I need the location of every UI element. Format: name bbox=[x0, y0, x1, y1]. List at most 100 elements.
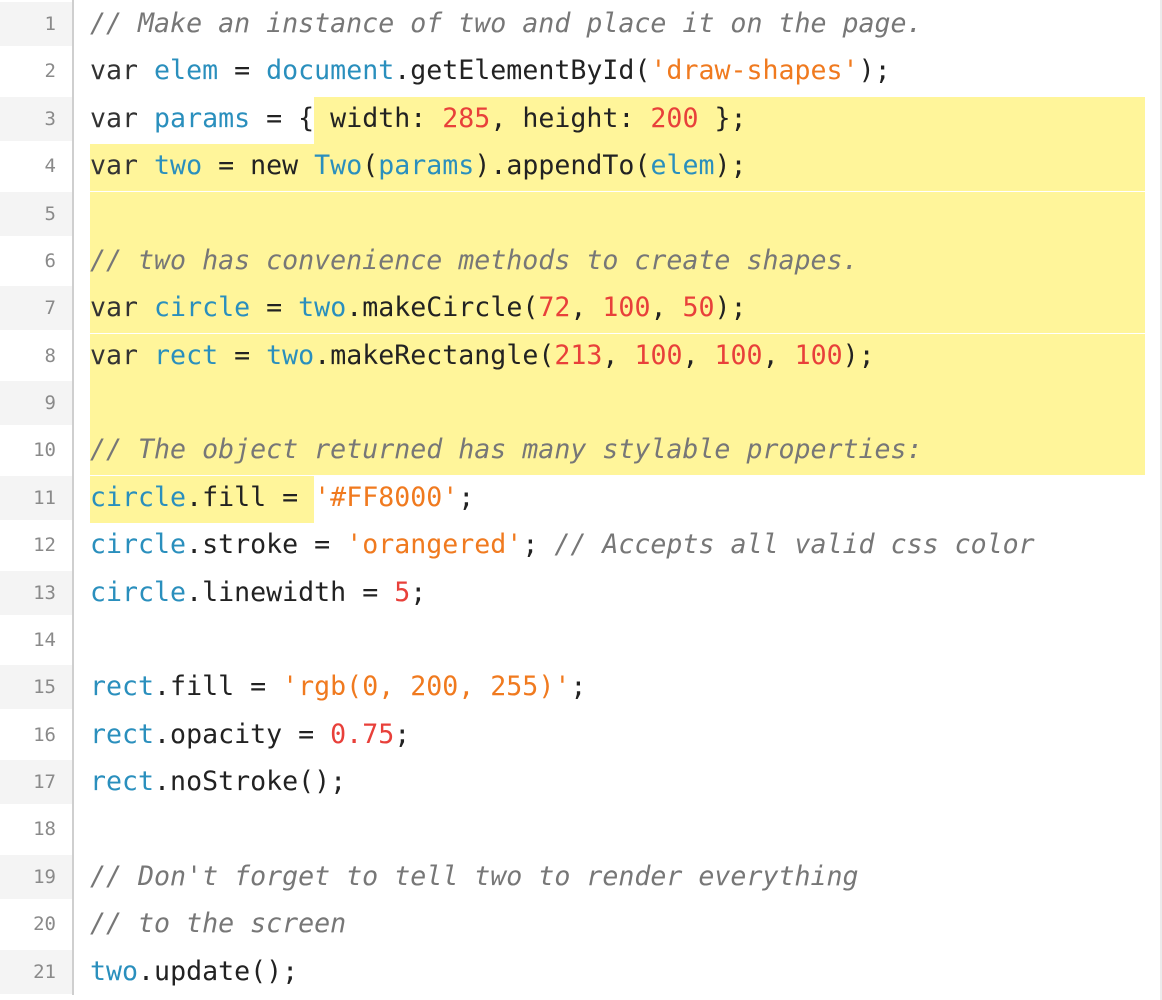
identifier-token: rect bbox=[90, 766, 155, 798]
code-line[interactable]: 13 circle.linewidth = 5; bbox=[0, 569, 1158, 616]
line-number: 20 bbox=[33, 913, 56, 936]
comment-token: // to the screen bbox=[90, 908, 347, 940]
punctuation-token: ); bbox=[714, 292, 747, 324]
line-number: 15 bbox=[0, 665, 72, 710]
code-line[interactable]: 6 // two has convenience methods to creat… bbox=[0, 237, 1158, 284]
code-line[interactable]: 10 // The object returned has many stylab… bbox=[0, 426, 1158, 473]
identifier-token: elem bbox=[154, 55, 219, 87]
selection-row bbox=[90, 381, 1145, 429]
code-text[interactable]: // Don't forget to tell two to render ev… bbox=[90, 853, 859, 900]
punctuation-token: ; bbox=[458, 481, 475, 513]
code-text[interactable]: rect.opacity = 0.75; bbox=[90, 711, 410, 758]
code-text[interactable]: var elem = document.getElementById('draw… bbox=[90, 47, 891, 94]
code-text[interactable]: var rect = two.makeRectangle(213, 100, 1… bbox=[90, 332, 875, 379]
punctuation-token: = { width: bbox=[250, 102, 443, 134]
code-text[interactable]: // two has convenience methods to create… bbox=[90, 237, 859, 284]
code-text[interactable]: // to the screen bbox=[90, 900, 346, 947]
punctuation-token: = bbox=[218, 339, 267, 371]
code-line[interactable]: 15 rect.fill = 'rgb(0, 200, 255)'; bbox=[0, 663, 1158, 710]
punctuation-token: ; bbox=[394, 718, 411, 750]
punctuation-token: .fill = bbox=[186, 481, 315, 513]
gutter-border bbox=[72, 0, 74, 995]
line-number: 19 bbox=[0, 854, 72, 899]
code-line[interactable]: 12 circle.stroke = 'orangered'; // Accept… bbox=[0, 521, 1158, 568]
comment-token: // The object returned has many stylable… bbox=[90, 434, 923, 466]
selection-row bbox=[90, 333, 1145, 381]
selection-row bbox=[90, 144, 1145, 192]
string-token: 'rgb(0, 200, 255)' bbox=[282, 671, 571, 703]
identifier-token: Two bbox=[314, 150, 363, 182]
line-number: 12 bbox=[33, 534, 56, 557]
punctuation-token: ; bbox=[570, 671, 587, 703]
code-text[interactable]: var two = new Two(params).appendTo(elem)… bbox=[90, 142, 747, 189]
identifier-token: two bbox=[266, 339, 315, 371]
code-text[interactable]: circle.linewidth = 5; bbox=[90, 569, 426, 616]
line-number: 3 bbox=[0, 96, 72, 141]
line-number: 6 bbox=[44, 249, 56, 272]
punctuation-token: .fill = bbox=[154, 671, 283, 703]
string-token: 'draw-shapes' bbox=[650, 55, 859, 87]
code-text[interactable]: rect.noStroke(); bbox=[90, 758, 346, 805]
code-line[interactable]: 7 var circle = two.makeCircle(72, 100, 50… bbox=[0, 284, 1158, 331]
comment-token: // Accepts all valid css color bbox=[554, 529, 1035, 561]
line-number: 1 bbox=[0, 2, 72, 46]
punctuation-token: = new bbox=[202, 150, 315, 182]
line-number: 18 bbox=[33, 818, 56, 841]
selection-row bbox=[90, 475, 314, 523]
selection-row bbox=[90, 191, 1145, 239]
punctuation-token: ); bbox=[858, 55, 891, 87]
number-token: 100 bbox=[794, 339, 843, 371]
comment-token: // two has convenience methods to create… bbox=[90, 244, 859, 276]
code-text[interactable]: circle.fill = '#FF8000'; bbox=[90, 474, 474, 521]
code-text[interactable]: // Make an instance of two and place it … bbox=[90, 0, 923, 47]
editor-right-border bbox=[1160, 0, 1162, 1000]
code-line[interactable]: 14 bbox=[0, 616, 1158, 663]
code-line[interactable]: 18 bbox=[0, 805, 1158, 852]
code-text[interactable]: rect.fill = 'rgb(0, 200, 255)'; bbox=[90, 663, 586, 710]
string-token: '#FF8000' bbox=[314, 481, 459, 513]
punctuation-token: , bbox=[650, 292, 683, 324]
identifier-token: params bbox=[378, 150, 475, 182]
punctuation-token: .makeCircle( bbox=[346, 292, 539, 324]
code-line[interactable]: 1 // Make an instance of two and place it… bbox=[0, 0, 1158, 47]
code-text[interactable]: // The object returned has many stylable… bbox=[90, 426, 923, 473]
line-number: 7 bbox=[0, 286, 72, 331]
punctuation-token: .opacity = bbox=[154, 718, 331, 750]
punctuation-token: .makeRectangle( bbox=[314, 339, 555, 371]
number-token: 100 bbox=[634, 339, 683, 371]
code-text[interactable]: var circle = two.makeCircle(72, 100, 50)… bbox=[90, 284, 747, 331]
code-line[interactable]: 19 // Don't forget to tell two to render … bbox=[0, 853, 1158, 900]
keyword-token: var bbox=[90, 292, 155, 324]
punctuation-token: .update(); bbox=[138, 955, 299, 987]
line-number: 11 bbox=[0, 475, 72, 520]
code-line[interactable]: 11 circle.fill = '#FF8000'; bbox=[0, 474, 1158, 521]
code-line[interactable]: 3 var params = { width: 285, height: 200 … bbox=[0, 95, 1158, 142]
keyword-token: var bbox=[90, 150, 155, 182]
code-text[interactable]: circle.stroke = 'orangered'; // Accepts … bbox=[90, 521, 1035, 568]
line-number: 13 bbox=[0, 570, 72, 615]
line-number: 10 bbox=[33, 439, 56, 462]
identifier-token: circle bbox=[90, 529, 187, 561]
code-line[interactable]: 5 bbox=[0, 190, 1158, 237]
punctuation-token: , bbox=[762, 339, 795, 371]
identifier-token: circle bbox=[90, 481, 187, 513]
punctuation-token: ; bbox=[522, 529, 555, 561]
line-number: 4 bbox=[44, 155, 56, 178]
selection-row bbox=[90, 428, 1145, 476]
code-line[interactable]: 20 // to the screen bbox=[0, 900, 1158, 947]
punctuation-token: = bbox=[218, 55, 267, 87]
identifier-token: circle bbox=[154, 292, 251, 324]
punctuation-token: ); bbox=[842, 339, 875, 371]
code-text[interactable]: two.update(); bbox=[90, 948, 298, 995]
code-line[interactable]: 4 var two = new Two(params).appendTo(elem… bbox=[0, 142, 1158, 189]
code-text[interactable]: var params = { width: 285, height: 200 }… bbox=[90, 95, 747, 142]
punctuation-token: .getElementById( bbox=[394, 55, 651, 87]
punctuation-token: .noStroke(); bbox=[154, 766, 347, 798]
code-line[interactable]: 9 bbox=[0, 379, 1158, 426]
